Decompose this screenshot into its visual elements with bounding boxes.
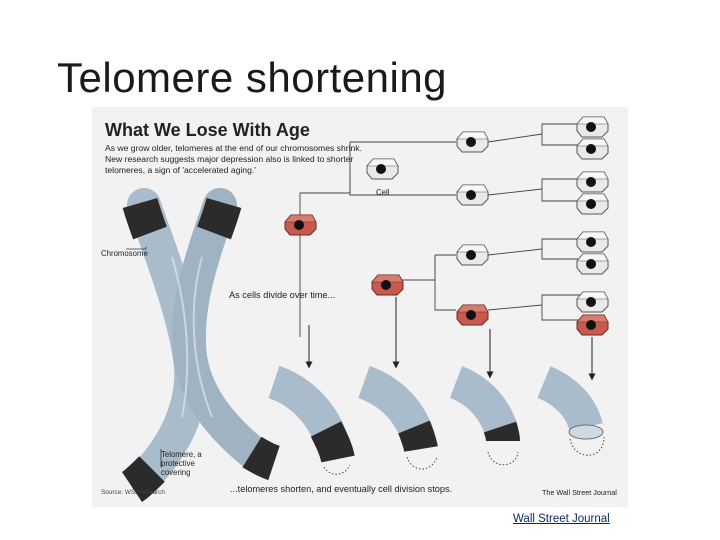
cell-red (371, 274, 404, 296)
cell-white (576, 253, 609, 275)
cell-white (576, 231, 609, 253)
chromosome-segment (357, 365, 438, 453)
chromosome-segment (267, 365, 355, 463)
cell-red (456, 304, 489, 326)
source-note: Source: WSJ research (101, 489, 165, 496)
telomere-label: Telomere, a protective covering (161, 450, 202, 477)
figure-description: As we grow older, telomeres at the end o… (105, 143, 362, 175)
wall-street-journal-link[interactable]: Wall Street Journal (513, 513, 610, 525)
cell-white (576, 138, 609, 160)
chromosome-label: Chromosome (101, 249, 148, 258)
cell-white (576, 193, 609, 215)
cell-white (366, 158, 399, 180)
telomere-figure: What We Lose With Age As we grow older, … (92, 107, 628, 507)
cell-red (284, 214, 317, 236)
figure-illustration (121, 116, 609, 502)
caption-shorten: ...telomeres shorten, and eventually cel… (230, 484, 453, 494)
cell-white (456, 184, 489, 206)
cell-white (456, 131, 489, 153)
credit-note: The Wall Street Journal (542, 488, 617, 497)
chromosome-segment (536, 366, 604, 440)
figure-title: What We Lose With Age (105, 120, 310, 140)
chromosome-illustration (121, 188, 281, 502)
cell-white (456, 244, 489, 266)
cell-white (576, 116, 609, 138)
chromosome-segment (449, 366, 520, 442)
cell-white (576, 171, 609, 193)
cell-white (576, 291, 609, 313)
cell-red (576, 314, 609, 336)
slide-title: Telomere shortening (57, 54, 448, 101)
cell-label: Cell (376, 188, 390, 197)
caption-divide: As cells divide over time... (229, 290, 336, 300)
